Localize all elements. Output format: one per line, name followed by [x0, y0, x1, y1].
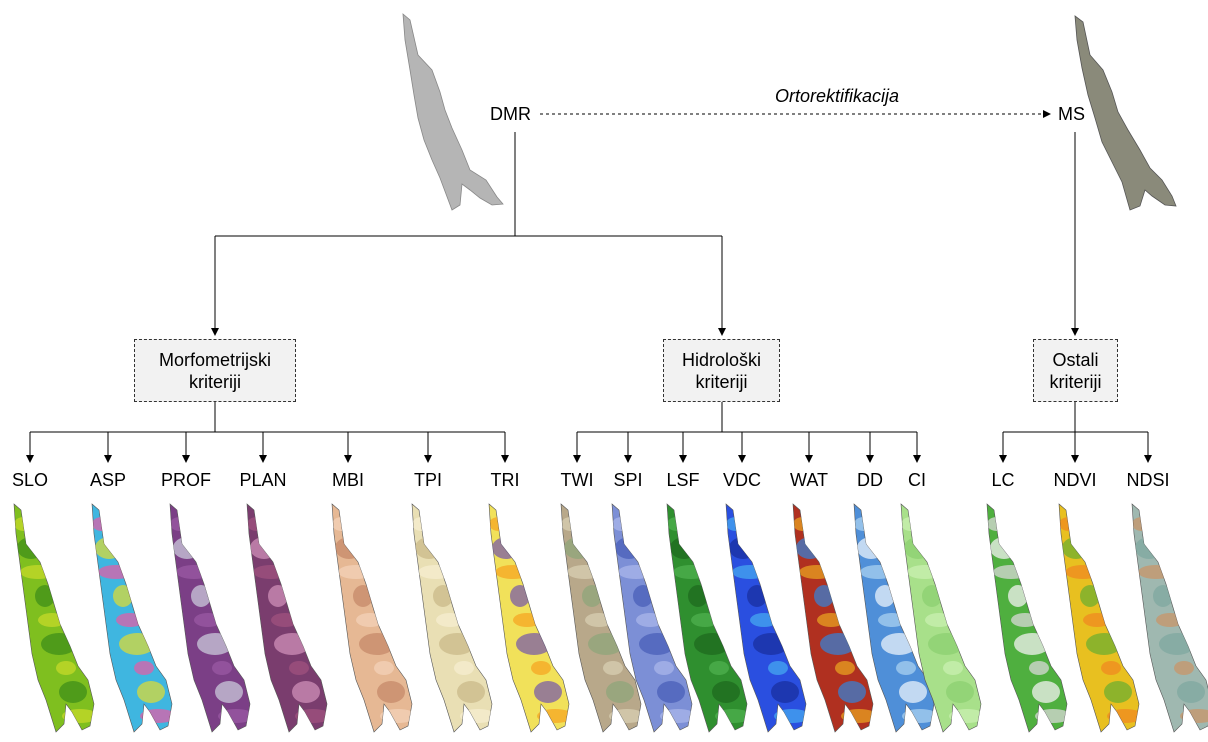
criterion-label-ndvi: NDVI [1053, 470, 1097, 490]
group-subtitle: kriteriji [189, 371, 241, 392]
criterion-label-twi: TWI [560, 470, 594, 490]
criterion-label-tri: TRI [490, 470, 520, 490]
group-subtitle: kriteriji [695, 371, 748, 392]
group-title: Ostali [1052, 349, 1099, 370]
group-subtitle: kriteriji [1049, 371, 1102, 392]
ms-label: MS [1058, 104, 1085, 124]
criterion-label-spi: SPI [613, 470, 643, 490]
criterion-map-lc [986, 503, 1068, 733]
group-title: Hidrološki [681, 349, 762, 370]
criterion-label-plan: PLAN [239, 470, 287, 490]
criterion-label-lc: LC [991, 470, 1015, 490]
criterion-label-tpi: TPI [413, 470, 442, 490]
criterion-map-asp [91, 503, 173, 733]
criterion-label-asp: ASP [89, 470, 127, 490]
criterion-label-wat: WAT [790, 470, 828, 490]
group-title: Morfometrijski [158, 349, 271, 370]
criterion-map-ndvi [1058, 503, 1140, 733]
criterion-map-mbi [331, 503, 413, 733]
ms-island-image [1074, 15, 1177, 211]
criterion-map-plan [246, 503, 328, 733]
criterion-map-tri [488, 503, 570, 733]
criterion-map-prof [169, 503, 251, 733]
criterion-label-prof: PROF [160, 470, 211, 490]
criterion-label-slo: SLO [11, 470, 49, 490]
group-box-morphometric: Morfometrijski kriteriji [134, 339, 296, 402]
criterion-label-dd: DD [857, 470, 883, 490]
group-box-other: Ostali kriteriji [1033, 339, 1118, 402]
ortho-label: Ortorektifikacija [775, 86, 900, 106]
criterion-map-tpi [411, 503, 493, 733]
criterion-map-slo [13, 503, 95, 733]
criterion-label-mbi: MBI [331, 470, 364, 490]
dmr-island-image [402, 13, 504, 211]
criterion-label-ndsi: NDSI [1126, 470, 1170, 490]
criterion-label-vdc: VDC [722, 470, 761, 490]
criterion-label-lsf: LSF [666, 470, 700, 490]
group-box-hydrological: Hidrološki kriteriji [663, 339, 780, 402]
criterion-map-ndsi [1131, 503, 1208, 733]
dmr-label: DMR [490, 104, 531, 124]
criterion-label-ci: CI [908, 470, 926, 490]
